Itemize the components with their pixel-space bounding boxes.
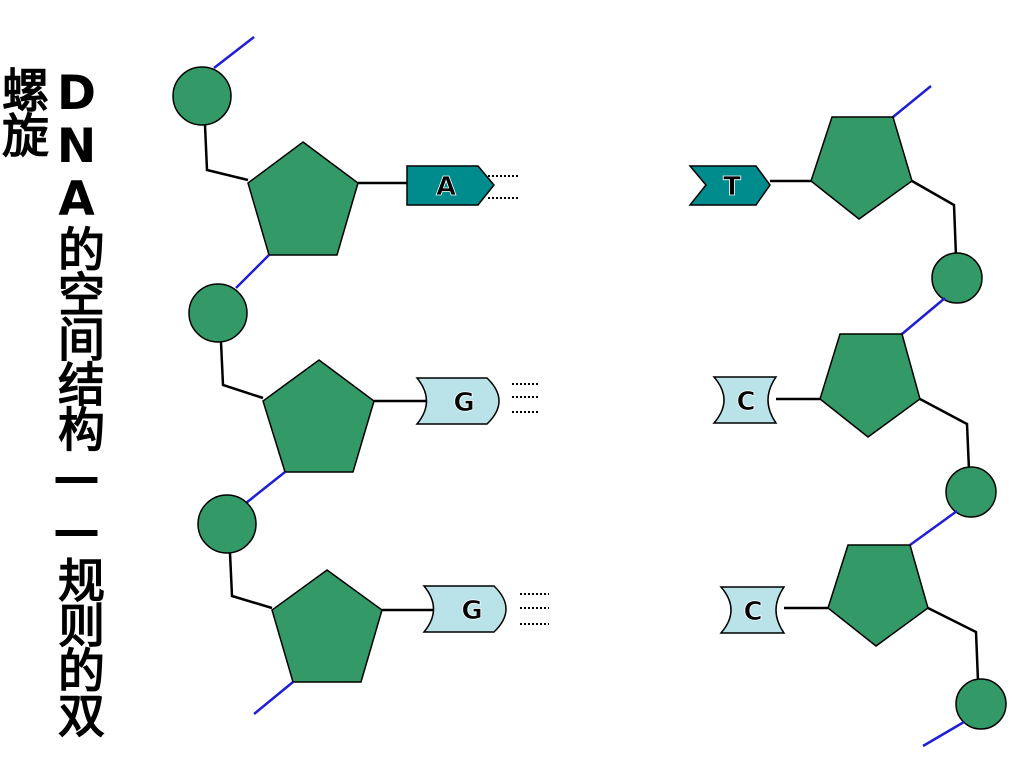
base-label: C [736, 387, 755, 417]
backbone-bond [245, 471, 286, 504]
phosphate [172, 66, 232, 126]
base-label: T [723, 172, 741, 202]
purine-shape [406, 165, 495, 206]
base-label: A [436, 172, 456, 202]
deoxyribose-sugar [827, 544, 929, 647]
base-g-left-2: G [422, 585, 549, 633]
phosphate [945, 466, 997, 518]
pyrimidine-shape [719, 586, 786, 634]
backbone-bond [892, 85, 932, 118]
backbone-bond [922, 720, 965, 748]
base-c-right-1: C [712, 376, 778, 424]
deoxyribose-sugar [262, 359, 375, 473]
deoxyribose-sugar [810, 116, 913, 220]
phosphate [931, 252, 983, 304]
backbone-bond [901, 297, 946, 335]
backbone-bond [253, 681, 294, 715]
backbone-bond [927, 606, 980, 682]
page-title: DNA的空间结构——规则的双螺旋 [0, 66, 104, 736]
purine-shape [422, 585, 507, 633]
purine-shape [415, 377, 500, 425]
base-label: C [743, 597, 762, 627]
backbone-bond [213, 36, 255, 69]
phosphate [955, 678, 1007, 730]
backbone-bond [909, 509, 958, 547]
pyrimidine-shape [712, 376, 778, 424]
pyrimidine-shape [688, 165, 771, 206]
left-strand: A G G [172, 36, 549, 715]
deoxyribose-sugar [819, 333, 921, 438]
backbone-bond [203, 124, 249, 182]
phosphate [188, 283, 248, 343]
backbone-bond [919, 397, 971, 471]
base-t-right: T [688, 165, 771, 206]
backbone-bond [219, 341, 264, 400]
backbone-bond [228, 552, 273, 610]
base-c-right-2: C [719, 586, 786, 634]
base-g-left-1: G [415, 377, 540, 425]
right-strand: T C C [688, 85, 1007, 748]
base-label: G [461, 596, 482, 626]
backbone-bond [911, 179, 958, 257]
deoxyribose-sugar [247, 141, 359, 256]
base-label: G [453, 388, 474, 418]
base-a-left: A [406, 165, 518, 206]
deoxyribose-sugar [271, 569, 383, 683]
backbone-bond [235, 254, 270, 289]
phosphate [197, 494, 257, 554]
